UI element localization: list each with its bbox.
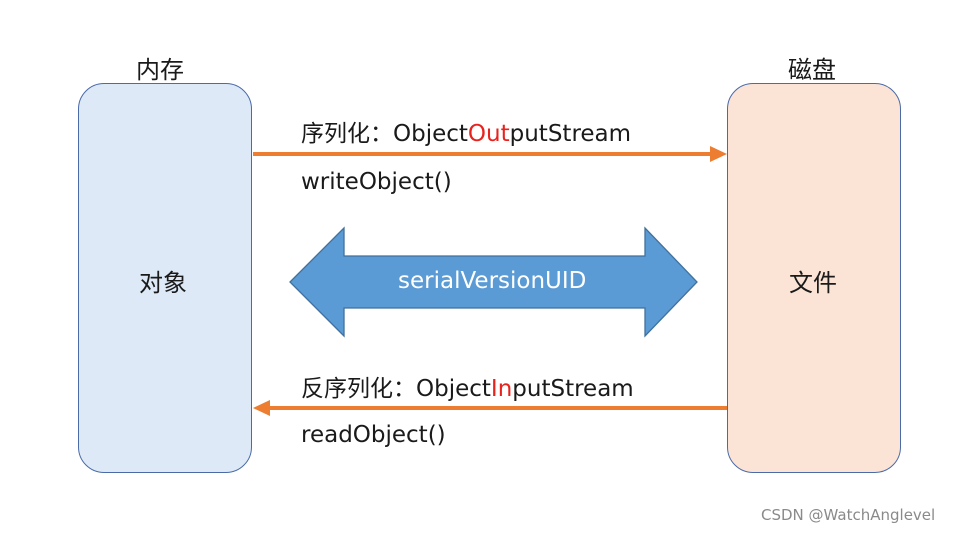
deserialize-label-prefix: 反序列化：Object bbox=[301, 376, 491, 402]
serial-version-uid-arrow bbox=[289, 226, 698, 338]
object-label: 对象 bbox=[139, 269, 187, 297]
disk-title: 磁盘 bbox=[788, 56, 836, 84]
read-object-label: readObject() bbox=[301, 422, 446, 448]
serialize-label: 序列化：ObjectOutputStream bbox=[301, 114, 631, 148]
disk-box bbox=[727, 83, 901, 473]
file-label: 文件 bbox=[789, 269, 837, 297]
serial-version-uid-label: serialVersionUID bbox=[398, 268, 587, 294]
serialize-label-highlight: Out bbox=[467, 121, 510, 147]
serialize-label-suffix: putStream bbox=[509, 121, 632, 147]
write-object-label: writeObject() bbox=[301, 169, 452, 195]
deserialize-label: 反序列化：ObjectInputStream bbox=[301, 369, 634, 403]
deserialize-label-suffix: putStream bbox=[512, 376, 634, 402]
serialize-label-prefix: 序列化：Object bbox=[301, 121, 468, 147]
serialize-arrow bbox=[253, 146, 727, 162]
memory-box bbox=[78, 83, 252, 473]
deserialize-label-highlight: In bbox=[490, 376, 513, 402]
watermark: CSDN @WatchAnglevel bbox=[761, 506, 936, 524]
memory-title: 内存 bbox=[136, 56, 184, 84]
deserialize-arrow bbox=[253, 400, 727, 416]
